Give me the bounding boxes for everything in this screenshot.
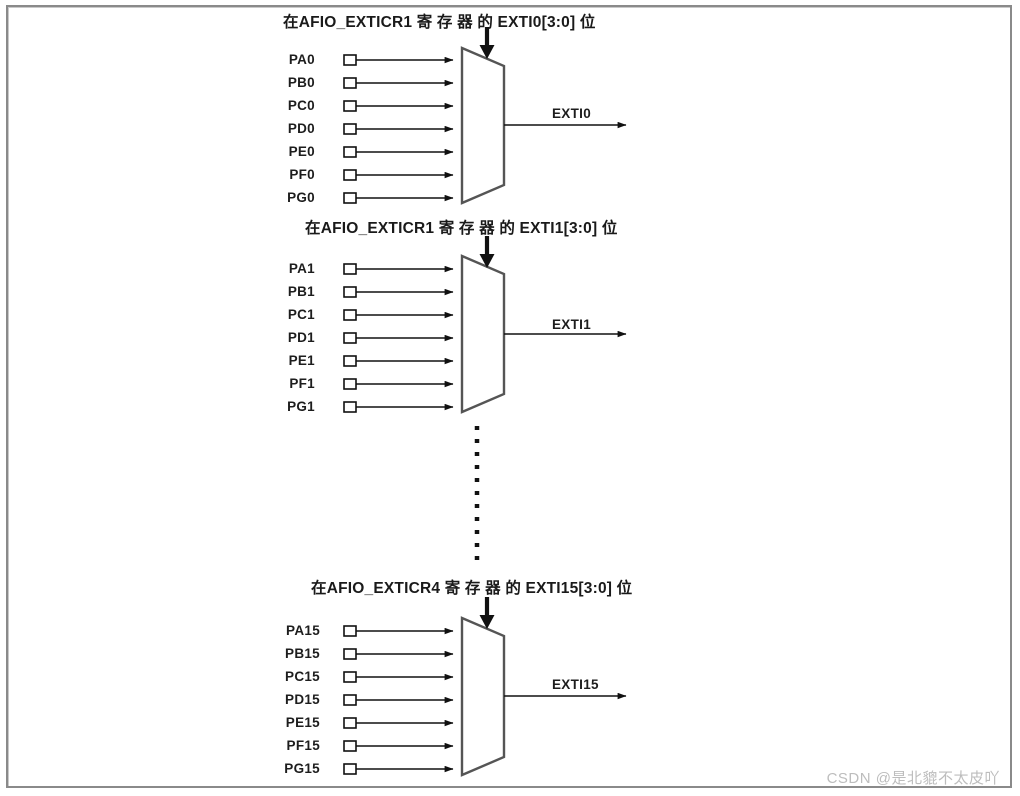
pin-pad-pd0 (343, 123, 357, 135)
pin-label-pb1: PB1 (287, 284, 315, 299)
pin-label-pd0: PD0 (287, 121, 315, 136)
pin-pad-pc0 (343, 100, 357, 112)
pin-pad-pg15 (343, 763, 357, 775)
output-label-exti1: EXTI1 (552, 317, 592, 332)
mux-body-exti1 (460, 254, 506, 414)
pin-pad-pb15 (343, 648, 357, 660)
pin-label-pa15: PA15 (286, 623, 320, 638)
pin-label-pe0: PE0 (288, 144, 315, 159)
pin-label-pc0: PC0 (287, 98, 315, 113)
block-title-exti15: 在AFIO_EXTICR4 寄 存 器 的 EXTI15[3:0] 位 (311, 580, 633, 597)
pin-label-pg15: PG15 (284, 761, 320, 776)
pin-pad-pb1 (343, 286, 357, 298)
pin-label-pf1: PF1 (289, 376, 315, 391)
output-label-exti15: EXTI15 (552, 677, 599, 692)
pin-label-pb0: PB0 (287, 75, 315, 90)
pin-pad-pd1 (343, 332, 357, 344)
pin-label-pb15: PB15 (285, 646, 320, 661)
output-label-exti0: EXTI0 (552, 106, 592, 121)
csdn-watermark: CSDN @是北貔不太皮吖 (826, 770, 1000, 787)
select-arrowhead-exti15 (479, 615, 495, 629)
pin-label-pf15: PF15 (286, 738, 320, 753)
select-arrowhead-exti0 (479, 45, 495, 59)
pin-pad-pc1 (343, 309, 357, 321)
block-title-exti0: 在AFIO_EXTICR1 寄 存 器 的 EXTI0[3:0] 位 (283, 14, 596, 31)
pin-pad-pa1 (343, 263, 357, 275)
pin-label-pd1: PD1 (287, 330, 315, 345)
pin-pad-pb0 (343, 77, 357, 89)
pin-pad-pa15 (343, 625, 357, 637)
pin-pad-pf15 (343, 740, 357, 752)
pin-label-pg1: PG1 (287, 399, 315, 414)
pin-label-pc15: PC15 (285, 669, 320, 684)
mux-block-exti0 (343, 27, 627, 205)
pin-pad-pe15 (343, 717, 357, 729)
diagram-frame (6, 5, 1012, 788)
block-title-exti1: 在AFIO_EXTICR1 寄 存 器 的 EXTI1[3:0] 位 (305, 220, 618, 237)
mux-block-exti1 (343, 236, 627, 414)
pin-label-pe1: PE1 (288, 353, 315, 368)
pin-label-pf0: PF0 (289, 167, 315, 182)
pin-pad-pe0 (343, 146, 357, 158)
pin-pad-pf0 (343, 169, 357, 181)
pin-pad-pe1 (343, 355, 357, 367)
mux-body-exti0 (460, 46, 506, 205)
pin-label-pg0: PG0 (287, 190, 315, 205)
pin-label-pe15: PE15 (285, 715, 320, 730)
pin-label-pa1: PA1 (288, 261, 315, 276)
pin-pad-pf1 (343, 378, 357, 390)
pin-label-pa0: PA0 (288, 52, 315, 67)
pin-pad-pc15 (343, 671, 357, 683)
select-arrowhead-exti1 (479, 254, 495, 268)
mux-body-exti15 (460, 616, 506, 777)
pin-pad-pa0 (343, 54, 357, 66)
mux-block-exti15 (343, 597, 627, 777)
pin-pad-pg0 (343, 192, 357, 204)
pin-label-pc1: PC1 (287, 307, 315, 322)
pin-pad-pg1 (343, 401, 357, 413)
pin-label-pd15: PD15 (285, 692, 320, 707)
pin-pad-pd15 (343, 694, 357, 706)
